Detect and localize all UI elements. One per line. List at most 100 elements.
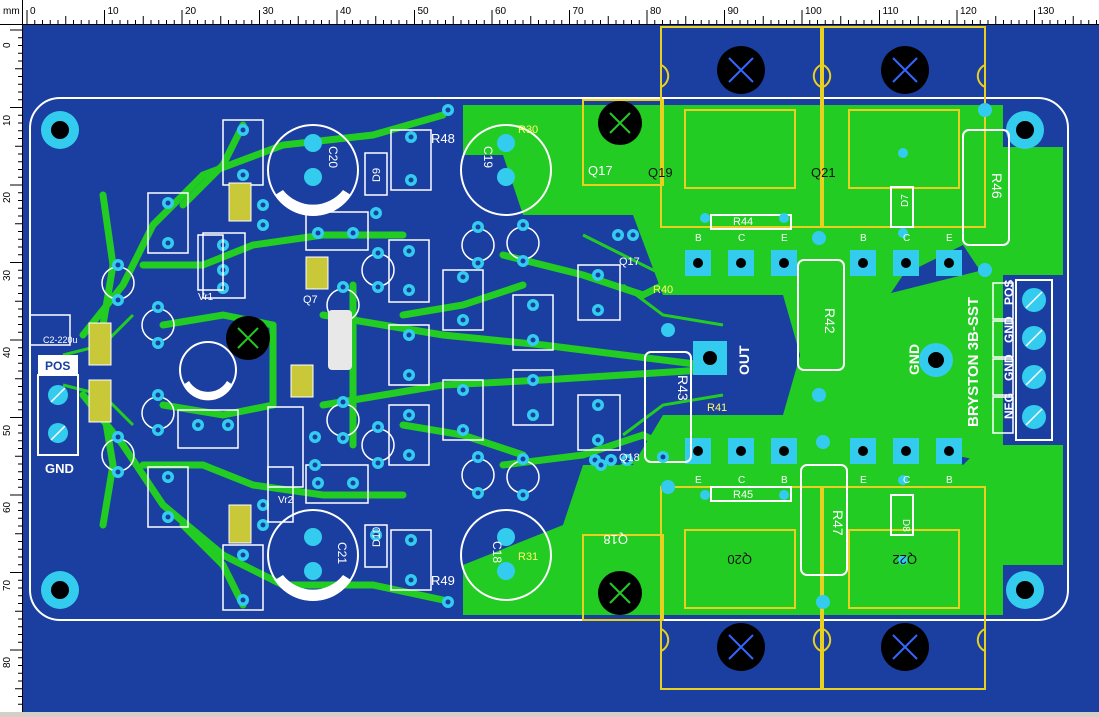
- svg-text:D8: D8: [900, 519, 911, 532]
- ruler-left-label: 50: [2, 424, 13, 436]
- right-terminal-block: [992, 279, 1053, 441]
- ruler-top-label: 80: [650, 6, 662, 17]
- svg-text:Q21: Q21: [811, 165, 836, 180]
- svg-text:E: E: [946, 233, 953, 244]
- svg-text:Vr1: Vr1: [198, 292, 214, 303]
- svg-text:R41: R41: [707, 402, 727, 414]
- svg-text:C: C: [738, 475, 745, 486]
- thin-traces: [62, 233, 724, 487]
- trimmers: [197, 234, 352, 523]
- ruler-left-label: 30: [2, 269, 13, 281]
- svg-text:E: E: [860, 475, 867, 486]
- svg-text:C2-220u: C2-220u: [43, 335, 78, 345]
- copper-pour-bottom: [463, 345, 1063, 615]
- svg-text:E: E: [781, 233, 788, 244]
- ruler-top-label: 30: [262, 6, 274, 17]
- svg-text:R40: R40: [653, 284, 673, 296]
- board-outline: [29, 97, 1069, 621]
- silk-labels: Q19 Q21 Q20 Q22 Q17 Q18 Q17 Q18 R48 R49 …: [43, 124, 1005, 588]
- ruler-corner: mm: [0, 0, 23, 25]
- brand-text: BRYSTON 3B-SST: [965, 297, 982, 427]
- svg-text:Q7: Q7: [303, 294, 318, 306]
- pin-letters: B C E B C E E C B E C B: [695, 233, 953, 486]
- svg-text:R30: R30: [518, 124, 538, 136]
- svg-text:C: C: [903, 233, 910, 244]
- terminal-label-pos: POS: [1002, 280, 1016, 305]
- power-resistors: [644, 129, 1010, 576]
- svg-text:B: B: [781, 475, 788, 486]
- copper-pour-mid: [803, 265, 1003, 465]
- ruler-left-ticks: [10, 29, 22, 705]
- cap-polarity-arcs: [183, 190, 351, 601]
- ruler-top[interactable]: 0 10 20 30 40 50 60 70 80 90 100 110 120 130: [0, 0, 1099, 25]
- svg-text:E: E: [695, 475, 702, 486]
- svg-text:D7: D7: [900, 194, 911, 207]
- cap-pads: [304, 134, 515, 580]
- terminal-label-neg: NEG: [1002, 393, 1016, 419]
- svg-text:B: B: [860, 233, 867, 244]
- ruler-left-label: 60: [2, 501, 13, 513]
- terminal-label-gnd1: GND: [1002, 316, 1016, 343]
- svg-text:R48: R48: [431, 131, 455, 146]
- ruler-top-label: 50: [417, 6, 429, 17]
- copper-pour-top: [463, 105, 1063, 365]
- ruler-top-label: 20: [185, 6, 197, 17]
- ruler-top-label: 70: [572, 6, 584, 17]
- svg-text:R49: R49: [431, 573, 455, 588]
- through-hole-pads: [112, 104, 669, 608]
- out-label: OUT: [736, 345, 752, 375]
- svg-text:R44: R44: [733, 216, 753, 228]
- svg-text:R45: R45: [733, 489, 753, 501]
- pcb-board-drawing: Q19 Q21 Q20 Q22 Q17 Q18 Q17 Q18 R48 R49 …: [29, 26, 1069, 690]
- svg-text:Q19: Q19: [648, 165, 673, 180]
- ruler-top-label: 130: [1037, 6, 1055, 17]
- heatsink-outlines: [582, 26, 986, 690]
- pos-label: POS: [45, 359, 70, 373]
- ruler-unit: mm: [3, 6, 20, 17]
- gnd-label: GND: [906, 344, 922, 375]
- ruler-top-label: 10: [107, 6, 119, 17]
- ruler-top-label: 110: [882, 6, 899, 17]
- svg-text:Q17: Q17: [619, 256, 640, 268]
- svg-text:Q22: Q22: [892, 552, 917, 567]
- ruler-top-label: 90: [727, 6, 739, 17]
- svg-text:Q17: Q17: [588, 163, 613, 178]
- ruler-top-label: 0: [30, 6, 36, 17]
- svg-text:B: B: [695, 233, 702, 244]
- power-resistor-pads: [661, 103, 992, 609]
- ruler-left-label: 80: [2, 656, 13, 668]
- ruler-top-label: 40: [340, 6, 352, 17]
- svg-text:C20: C20: [326, 146, 340, 168]
- svg-text:R43: R43: [675, 375, 691, 401]
- svg-text:R47: R47: [830, 510, 846, 536]
- ruler-top-label: 120: [960, 6, 977, 17]
- ruler-top-label: 60: [495, 6, 507, 17]
- terminal-label-gnd2: GND: [1002, 354, 1016, 381]
- terminal-labels: POS GND GND NEG: [1002, 280, 1016, 419]
- ruler-left-label: 40: [2, 346, 13, 358]
- copper-pour-top-left: [463, 107, 583, 215]
- svg-text:C19: C19: [481, 146, 495, 168]
- led-diodes: [88, 182, 329, 544]
- svg-text:Q20: Q20: [727, 552, 752, 567]
- left-terminal-block: [29, 314, 79, 456]
- mounting-holes: [41, 111, 1044, 609]
- ruler-left-label: 20: [2, 191, 13, 203]
- svg-text:R42: R42: [822, 308, 838, 334]
- power-transistor-pads: [685, 250, 962, 464]
- svg-text:D10: D10: [371, 527, 383, 547]
- svg-text:Q18: Q18: [603, 532, 628, 547]
- pcb-canvas[interactable]: Q19 Q21 Q20 Q22 Q17 Q18 Q17 Q18 R48 R49 …: [23, 25, 1099, 712]
- svg-text:C21: C21: [335, 542, 349, 564]
- svg-text:C18: C18: [490, 541, 504, 563]
- ruler-left-label: 10: [2, 114, 13, 126]
- left-gnd-label: GND: [45, 461, 74, 476]
- ruler-top-label: 100: [805, 6, 822, 17]
- svg-text:B: B: [946, 475, 953, 486]
- ruler-top-ticks: [26, 10, 1097, 24]
- svg-text:C: C: [903, 475, 910, 486]
- svg-text:C: C: [738, 233, 745, 244]
- svg-text:D9: D9: [371, 168, 383, 182]
